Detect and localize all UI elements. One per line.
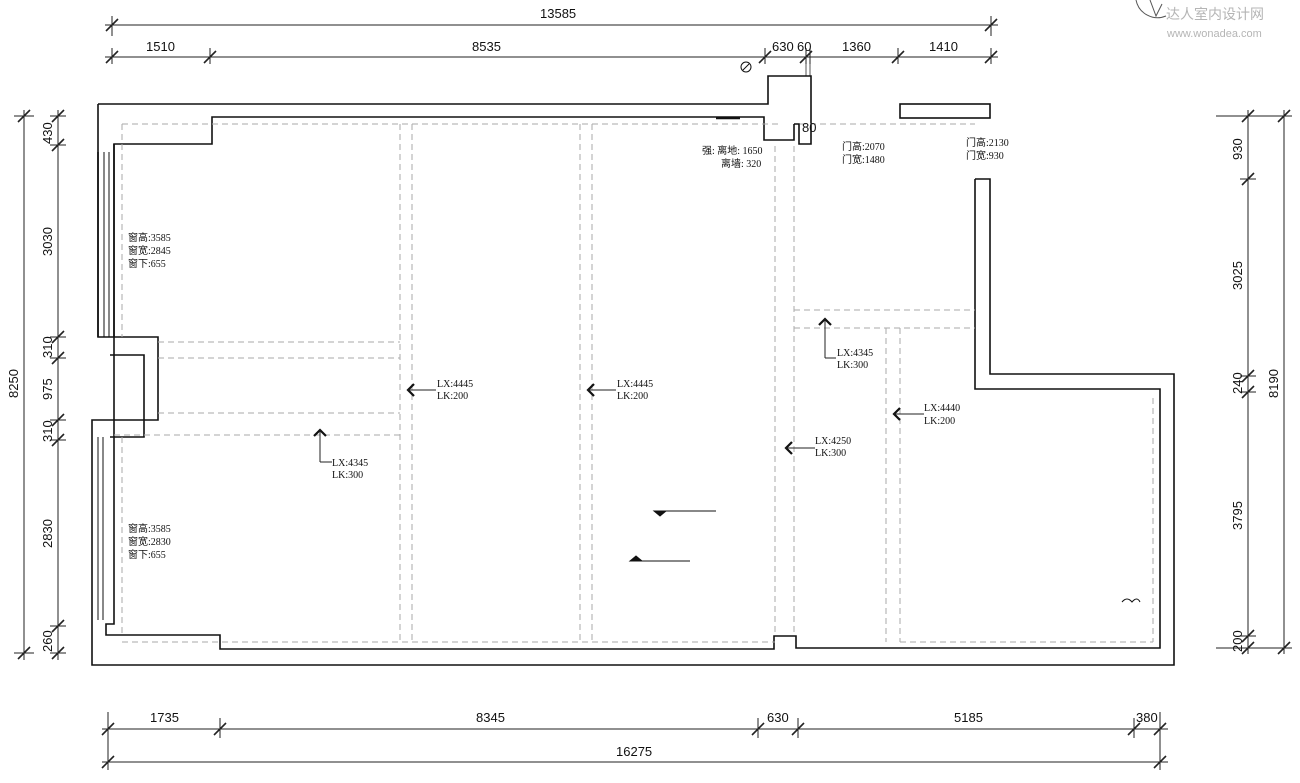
walls — [91, 75, 1175, 666]
dim-bottom-seg-3: 630 — [767, 710, 789, 725]
dim-top-seg-4: 60 — [797, 39, 811, 54]
beam-2-lk: LK:200 — [437, 391, 468, 402]
watermark-title: 达人室内设计网 — [1166, 6, 1264, 22]
dimension-top — [105, 16, 998, 76]
dim-left-seg-2: 3030 — [40, 227, 55, 256]
dim-top-seg-2: 8535 — [472, 39, 501, 54]
dim-bottom-seg-2: 8345 — [476, 710, 505, 725]
door-2-height: 门高:2130 — [966, 136, 1009, 149]
dim-top-seg-3: 630 — [772, 39, 794, 54]
dim-left-total: 8250 — [6, 369, 21, 398]
dimension-bottom — [101, 712, 1168, 770]
watermark-url: www.wonadea.com — [1166, 28, 1262, 40]
dim-right-seg-2: 3025 — [1230, 261, 1245, 290]
dim-right-total: 8190 — [1266, 369, 1281, 398]
window-upper-width: 窗宽:2845 — [128, 244, 171, 257]
dim-left-seg-3: 310 — [40, 336, 55, 358]
door-2-width: 门宽:930 — [966, 149, 1004, 162]
dim-top-total: 13585 — [540, 6, 576, 21]
watermark-logo-icon — [1135, 0, 1167, 19]
strong-box-offset: 离墙: 320 — [721, 157, 761, 170]
outer-wall-south — [91, 104, 1175, 666]
beam-5-lx: LX:4250 — [815, 436, 851, 447]
dim-top-seg-5: 1360 — [842, 39, 871, 54]
window-upper-sill: 窗下:655 — [128, 257, 166, 270]
beam-6-lk: LK:200 — [924, 416, 955, 427]
dim-top-seg-6: 1410 — [929, 39, 958, 54]
dim-right-seg-4: 3795 — [1230, 501, 1245, 530]
inner-wall — [105, 116, 1161, 650]
drain-icon — [1121, 598, 1141, 603]
strong-box-height: 强: 离地: 1650 — [702, 144, 763, 157]
wall-block — [899, 103, 991, 119]
dim-right-seg-1: 930 — [1230, 138, 1245, 160]
dim-top-seg-1: 1510 — [146, 39, 175, 54]
beam-1-lx: LX:4345 — [332, 458, 368, 469]
dim-left-seg-6: 2830 — [40, 519, 55, 548]
window-upper-height: 窗高:3585 — [128, 231, 171, 244]
beam-2-lx: LX:4445 — [437, 379, 473, 390]
watermark: 达人室内设计网 www.wonadea.com — [1135, 0, 1264, 40]
outlet-marker-icon — [628, 555, 644, 562]
dim-bottom-total: 16275 — [616, 744, 652, 759]
window-lower-sill: 窗下:655 — [128, 548, 166, 561]
dimension-left — [14, 109, 66, 660]
beam-3-lx: LX:4445 — [617, 379, 653, 390]
beam-lines — [114, 123, 1154, 643]
dim-bottom-seg-5: 380 — [1136, 710, 1158, 725]
beam-4-lx: LX:4345 — [837, 348, 873, 359]
dim-left-seg-1: 430 — [40, 122, 55, 144]
window-lower-height: 窗高:3585 — [128, 522, 171, 535]
dim-left-seg-5: 310 — [40, 420, 55, 442]
beam-4-lk: LK:300 — [837, 360, 868, 371]
dim-left-seg-7: 260 — [40, 630, 55, 652]
beam-5-lk: LK:300 — [815, 448, 846, 459]
beam-1-lk: LK:300 — [332, 470, 363, 481]
door-1-height: 门高:2070 — [842, 140, 885, 153]
plan-symbols — [628, 61, 1141, 603]
gas-meter-icon — [740, 61, 752, 73]
beam-leaders — [319, 319, 924, 463]
dim-left-seg-4: 975 — [40, 378, 55, 400]
beam-6-lx: LX:4440 — [924, 403, 960, 414]
dim-bottom-seg-4: 5185 — [954, 710, 983, 725]
watermark-logo-stroke-icon — [1149, 0, 1163, 18]
dimension-right — [1216, 109, 1292, 655]
dim-right-seg-5: 200 — [1230, 630, 1245, 652]
left-column — [110, 354, 145, 438]
outlet-marker-icon — [652, 510, 668, 517]
dim-right-seg-3: 240 — [1230, 372, 1245, 394]
outer-wall — [98, 75, 812, 145]
dim-80: 80 — [802, 120, 816, 135]
door-1-width: 门宽:1480 — [842, 153, 885, 166]
window-lower-width: 窗宽:2830 — [128, 535, 171, 548]
dim-bottom-seg-1: 1735 — [150, 710, 179, 725]
beam-3-lk: LK:200 — [617, 391, 648, 402]
beam-markers — [313, 317, 901, 455]
